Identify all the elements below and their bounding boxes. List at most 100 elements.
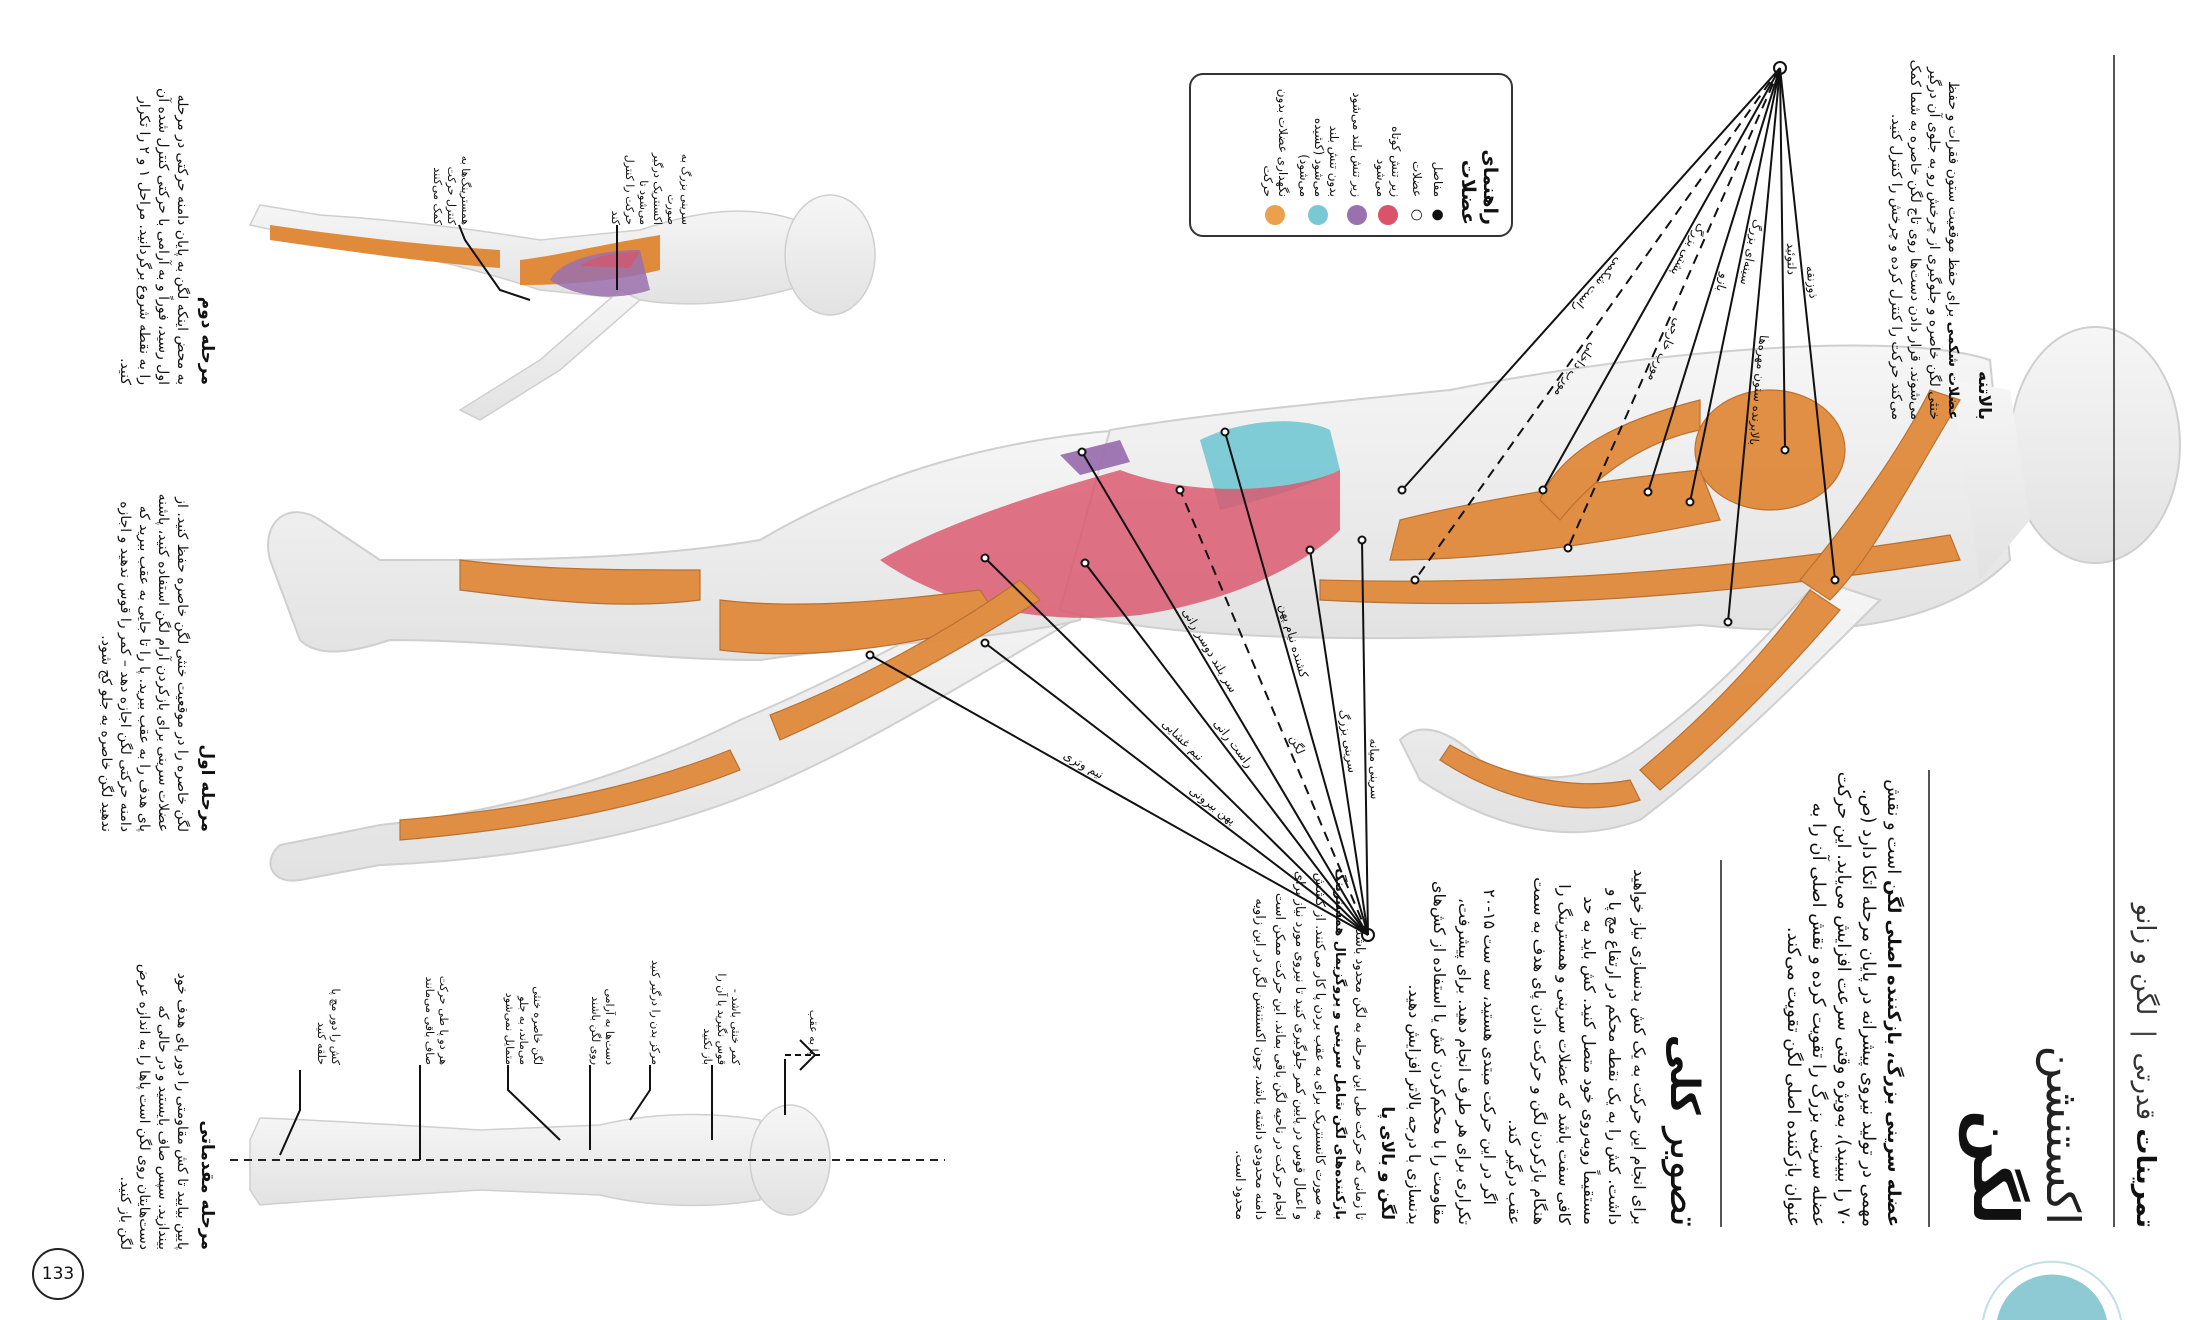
prep-text: پایین بیایید تا کش مقاومتی را دور پای هد… <box>117 963 190 1250</box>
legend-item-muscle: ○ عضلات <box>1409 85 1425 225</box>
legend-title: راهنمای عضلات <box>1457 149 1501 225</box>
chapter-badge-ring <box>1982 1260 2122 1320</box>
muscle-point <box>1080 558 1090 568</box>
upper-body-heading: بالاتنه <box>1974 370 1994 420</box>
neck <box>1950 380 2030 580</box>
muscle-label: ذوزنقه <box>1802 265 1820 299</box>
legend-label: زیر تنش کوتاه می‌شود <box>1374 126 1403 197</box>
muscle-point <box>980 638 990 648</box>
intro-bold: عضله سرینی بزرگ، بازکننده اصلی لگن <box>1883 879 1904 1227</box>
legend-item-lengthening: زیر تنش بلند می‌شود <box>1347 85 1367 225</box>
hip-section-heading: لگن و بالای پا <box>1377 1106 1397 1220</box>
leader-line <box>1567 67 1781 549</box>
muscle-marker-icon: ○ <box>1409 208 1425 222</box>
leader-line <box>1361 539 1369 936</box>
leader-line <box>1414 67 1781 581</box>
leader-line <box>1647 67 1781 493</box>
legend-item-static: نگهداری عضلات بدون حرکت <box>1260 85 1290 225</box>
muscle-point <box>1538 485 1548 495</box>
stage2-figure <box>248 194 876 421</box>
leader-line <box>1727 67 1781 623</box>
ribs <box>1539 399 1701 521</box>
forearm-muscle <box>1439 744 1641 809</box>
chapter-badge-disc <box>1997 1274 2107 1320</box>
muscle-point <box>1305 545 1315 555</box>
prep-label: کمر خنثی باشد - قوس نگیرید یا آن را باز … <box>701 973 742 1065</box>
leader-line <box>1542 67 1781 491</box>
prep-figure <box>230 1104 945 1216</box>
prep-label: مرکز بدن را درگیر کنید <box>649 959 662 1065</box>
red-swatch-icon <box>1378 205 1398 225</box>
leader-line <box>1401 67 1781 491</box>
muscle-point <box>865 650 875 660</box>
legend-label: نگهداری عضلات بدون حرکت <box>1261 88 1290 197</box>
hip-text-1: تا زمانی که حرکت طی این مرحله به لگن محد… <box>1352 925 1367 1220</box>
prep-heading: مرحله مقدماتی <box>197 1120 217 1250</box>
muscle-point <box>1220 427 1230 437</box>
legend-item-joint: ● مفاصل <box>1430 85 1446 225</box>
page-number: 133 <box>32 1248 84 1300</box>
title-rule <box>1928 770 1930 1227</box>
stage1-block: مرحله اول لگن خاصره را در موقعیت خنثی لگ… <box>96 478 217 832</box>
title-thin: اکستنشن <box>2036 1045 2090 1225</box>
hip-text-2: به صورت کانسنتریک برای به عقب بردن پا کا… <box>1232 870 1327 1220</box>
leader-line <box>1081 451 1369 936</box>
muscle-point <box>1175 485 1185 495</box>
running-header: تمرینات قدرتی | لگن و زانو <box>2130 700 2160 1228</box>
header-separator: | <box>2130 1029 2160 1039</box>
trapezius-muscle <box>1799 389 1961 601</box>
chapter-badge <box>1982 1260 2122 1320</box>
leader-line <box>869 654 1369 936</box>
cyan-swatch-icon <box>1308 205 1329 225</box>
stage2-label: همسترینگ‌ها به کنترل حرکت کمک می‌کنند <box>431 155 472 225</box>
hip-section: لگن و بالای پا تا زمانی که حرکت طی این م… <box>1229 868 1397 1220</box>
prep-label: هر دو پا طی حرکت صاف باقی می‌مانند <box>423 975 450 1065</box>
joint-marker-icon: ● <box>1430 208 1446 222</box>
muscle-point <box>1563 543 1573 553</box>
legend-label: عضلات <box>1410 160 1424 197</box>
stage2-text: به محض اینکه لگن به پایان دامنه حرکتی در… <box>117 87 190 385</box>
overview-heading-light: تصویر <box>1661 1127 1707 1227</box>
overview-text: برای انجام این حرکت به یک کش بدنسازی نیا… <box>1402 868 1652 1225</box>
leader-line <box>1689 67 1781 503</box>
legend-label: مفاصل <box>1431 161 1445 197</box>
muscle-point <box>1077 447 1087 457</box>
stage2-heading: مرحله دوم <box>197 296 217 385</box>
legend-item-shortening: زیر تنش کوتاه می‌شود <box>1373 85 1403 225</box>
biceps-muscle <box>1639 589 1841 791</box>
prep-label: دست‌ها به آرامی روی لگن باشند <box>589 988 616 1065</box>
hip-lengthening <box>1060 440 1130 475</box>
purple-swatch-icon <box>1347 205 1367 225</box>
overview-p2: اگر در این حرکت مبتدی هستید، سه ست ۱۵-۲۰… <box>1405 881 1499 1225</box>
gluteus-stretched <box>1200 421 1340 510</box>
leader-line <box>1224 431 1369 936</box>
leader-line <box>1084 562 1369 936</box>
deltoid-muscle <box>1694 389 1846 511</box>
prep-label: کش را دور مچ پا حلقه کنید <box>315 988 342 1065</box>
leader-line <box>1179 489 1369 936</box>
muscle-legend: راهنمای عضلات ● مفاصل ○ عضلات زیر تنش کوتا… <box>1189 73 1513 237</box>
upper-body-note: بالاتنه عضلات شکمی برای حفظ موقعیت ستون … <box>1886 55 1994 420</box>
header-subsection: لگن و زانو <box>2130 903 2160 1016</box>
arm <box>1398 578 1882 834</box>
muscle-point <box>980 553 990 563</box>
leader-line <box>984 642 1369 936</box>
muscle-point <box>1397 485 1407 495</box>
muscle-point <box>1410 575 1420 585</box>
legend-item-stretch: بدون تنش بلند می‌شود (کشیده می‌شود) <box>1296 85 1341 225</box>
legend-label: زیر تنش بلند می‌شود <box>1350 92 1365 197</box>
prep-label: پا به عقب <box>807 1009 820 1055</box>
header-section-light: قدرتی <box>2130 1052 2160 1121</box>
muscles <box>399 389 1961 841</box>
muscle-point <box>1357 535 1367 545</box>
stage2-label: سرینی بزرگ به صورت اکسنتریک درگیر می‌شود… <box>609 152 692 225</box>
legend-label: بدون تنش بلند می‌شود (کشیده می‌شود) <box>1297 117 1341 197</box>
muscle-label: دلتوئید <box>1783 243 1798 275</box>
standing-shin-muscle <box>399 749 741 841</box>
muscle-point <box>1685 497 1695 507</box>
leader-line <box>984 557 1369 936</box>
leader-line <box>1779 67 1836 581</box>
leader-line <box>1309 549 1369 936</box>
header-rule <box>2113 55 2115 1227</box>
